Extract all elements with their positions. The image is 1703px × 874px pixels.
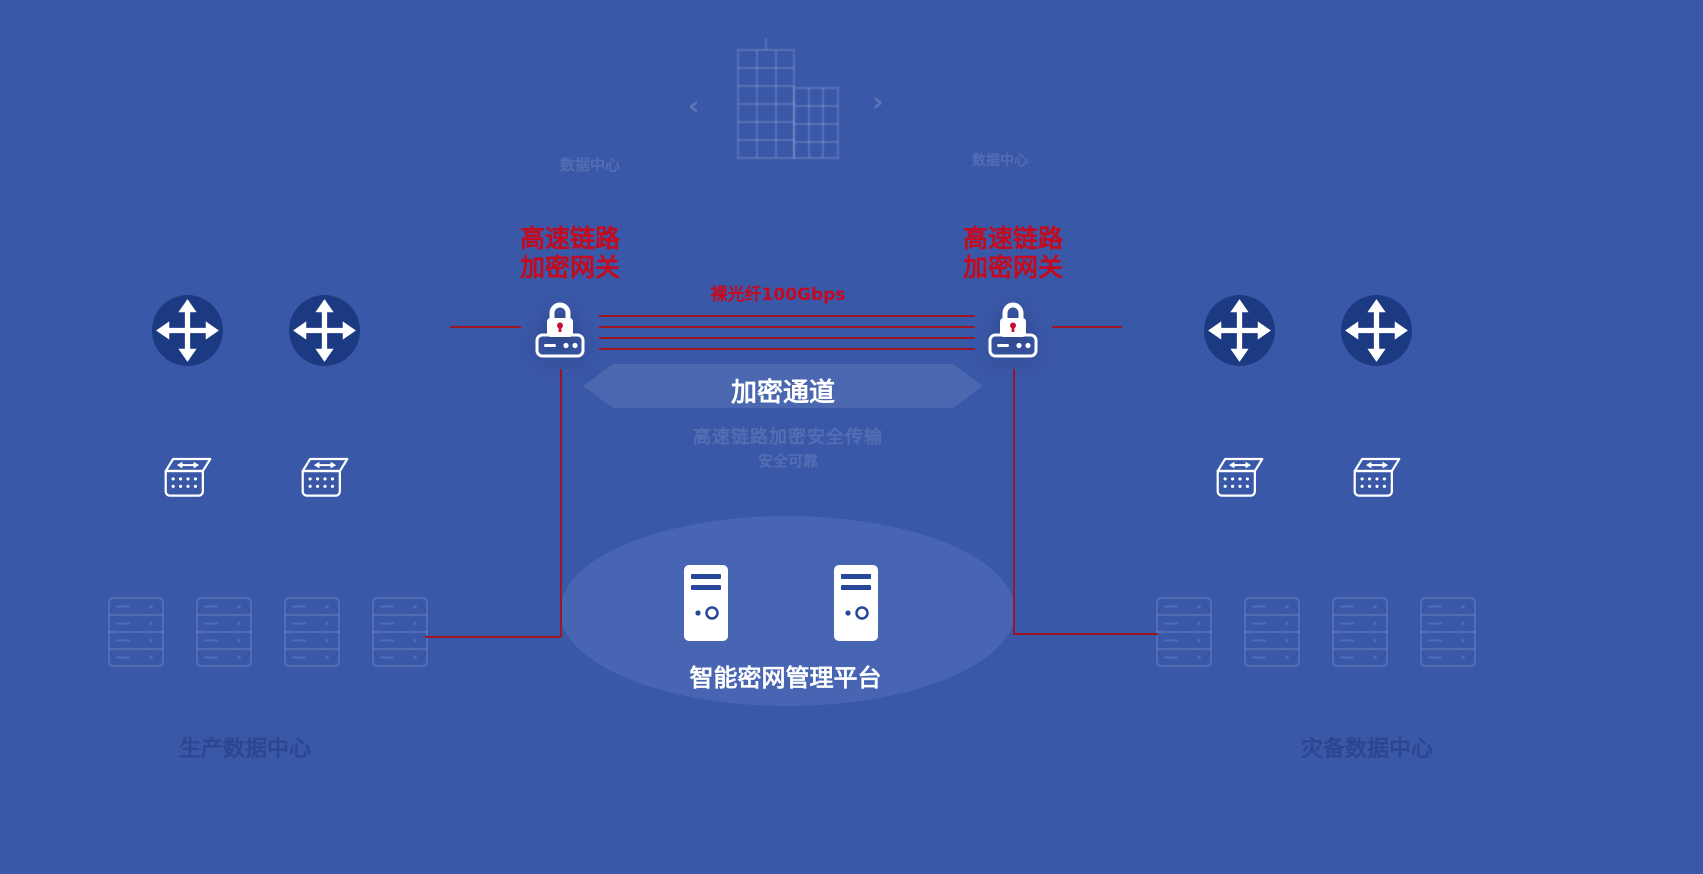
server-rack-watermark-icon [1331,596,1389,668]
gateway-label-right-line1: 高速链路 [962,224,1063,253]
management-platform-label: 智能密网管理平台 [689,664,882,692]
gateway-label-right: 高速链路 加密网关 [948,224,1078,282]
gateway-label-left-line1: 高速链路 [519,224,620,253]
mgmt-link-right-horizontal [1013,633,1158,635]
encryption-gateway-icon-left [520,290,600,370]
router-icon-right-1 [1202,293,1277,368]
gateway-label-left-line2: 加密网关 [519,253,620,282]
switch-icon-left-2 [299,455,351,501]
fiber-link-label: 裸光纤100Gbps [710,285,846,305]
tower-server-icon-2 [831,563,881,643]
chevron-left-icon: ‹ [688,89,700,122]
encrypted-channel-label: 加密通道 [730,378,835,408]
switch-icon-right-1 [1214,455,1266,501]
encryption-gateway-icon-right [973,290,1053,370]
tower-server-icon-1 [681,563,731,643]
server-rack-watermark-icon [1243,596,1301,668]
server-rack-watermark-icon [107,596,165,668]
fiber-line-3 [599,337,975,339]
mgmt-link-left-horizontal [425,636,561,638]
chevron-right-icon: › [872,85,884,118]
management-platform-ellipse [560,516,1015,706]
switch-icon-left-1 [162,455,214,501]
router-icon-right-2 [1339,293,1414,368]
server-rack-watermark-icon [1155,596,1213,668]
server-rack-watermark-icon [283,596,341,668]
watermark-label-bottom-right: 灾备数据中心 [1300,737,1433,762]
mgmt-link-right-vertical [1013,369,1015,634]
server-rack-watermark-icon [371,596,429,668]
router-icon-left-1 [150,293,225,368]
fiber-stub-right [1052,326,1122,328]
watermark-label-bottom-left: 生产数据中心 [178,737,311,762]
switch-icon-right-2 [1351,455,1403,501]
watermark-mid-line2: 安全可靠 [757,452,818,470]
building-watermark-icon [710,36,860,166]
fiber-line-4 [599,348,975,350]
gateway-label-right-line2: 加密网关 [962,253,1063,282]
encrypted-channel-band [583,364,983,408]
fiber-line-1 [599,315,975,317]
router-icon-left-2 [287,293,362,368]
server-rack-watermark-icon [1419,596,1477,668]
server-rack-watermark-icon [195,596,253,668]
fiber-line-2 [599,326,975,328]
watermark-mid-line1: 高速链路加密安全传输 [693,427,883,448]
gateway-label-left: 高速链路 加密网关 [505,224,635,282]
fiber-stub-left [450,326,521,328]
watermark-label-top-right: 数据中心 [972,153,1028,169]
watermark-label-top-left: 数据中心 [559,156,620,174]
mgmt-link-left-vertical [560,369,562,637]
